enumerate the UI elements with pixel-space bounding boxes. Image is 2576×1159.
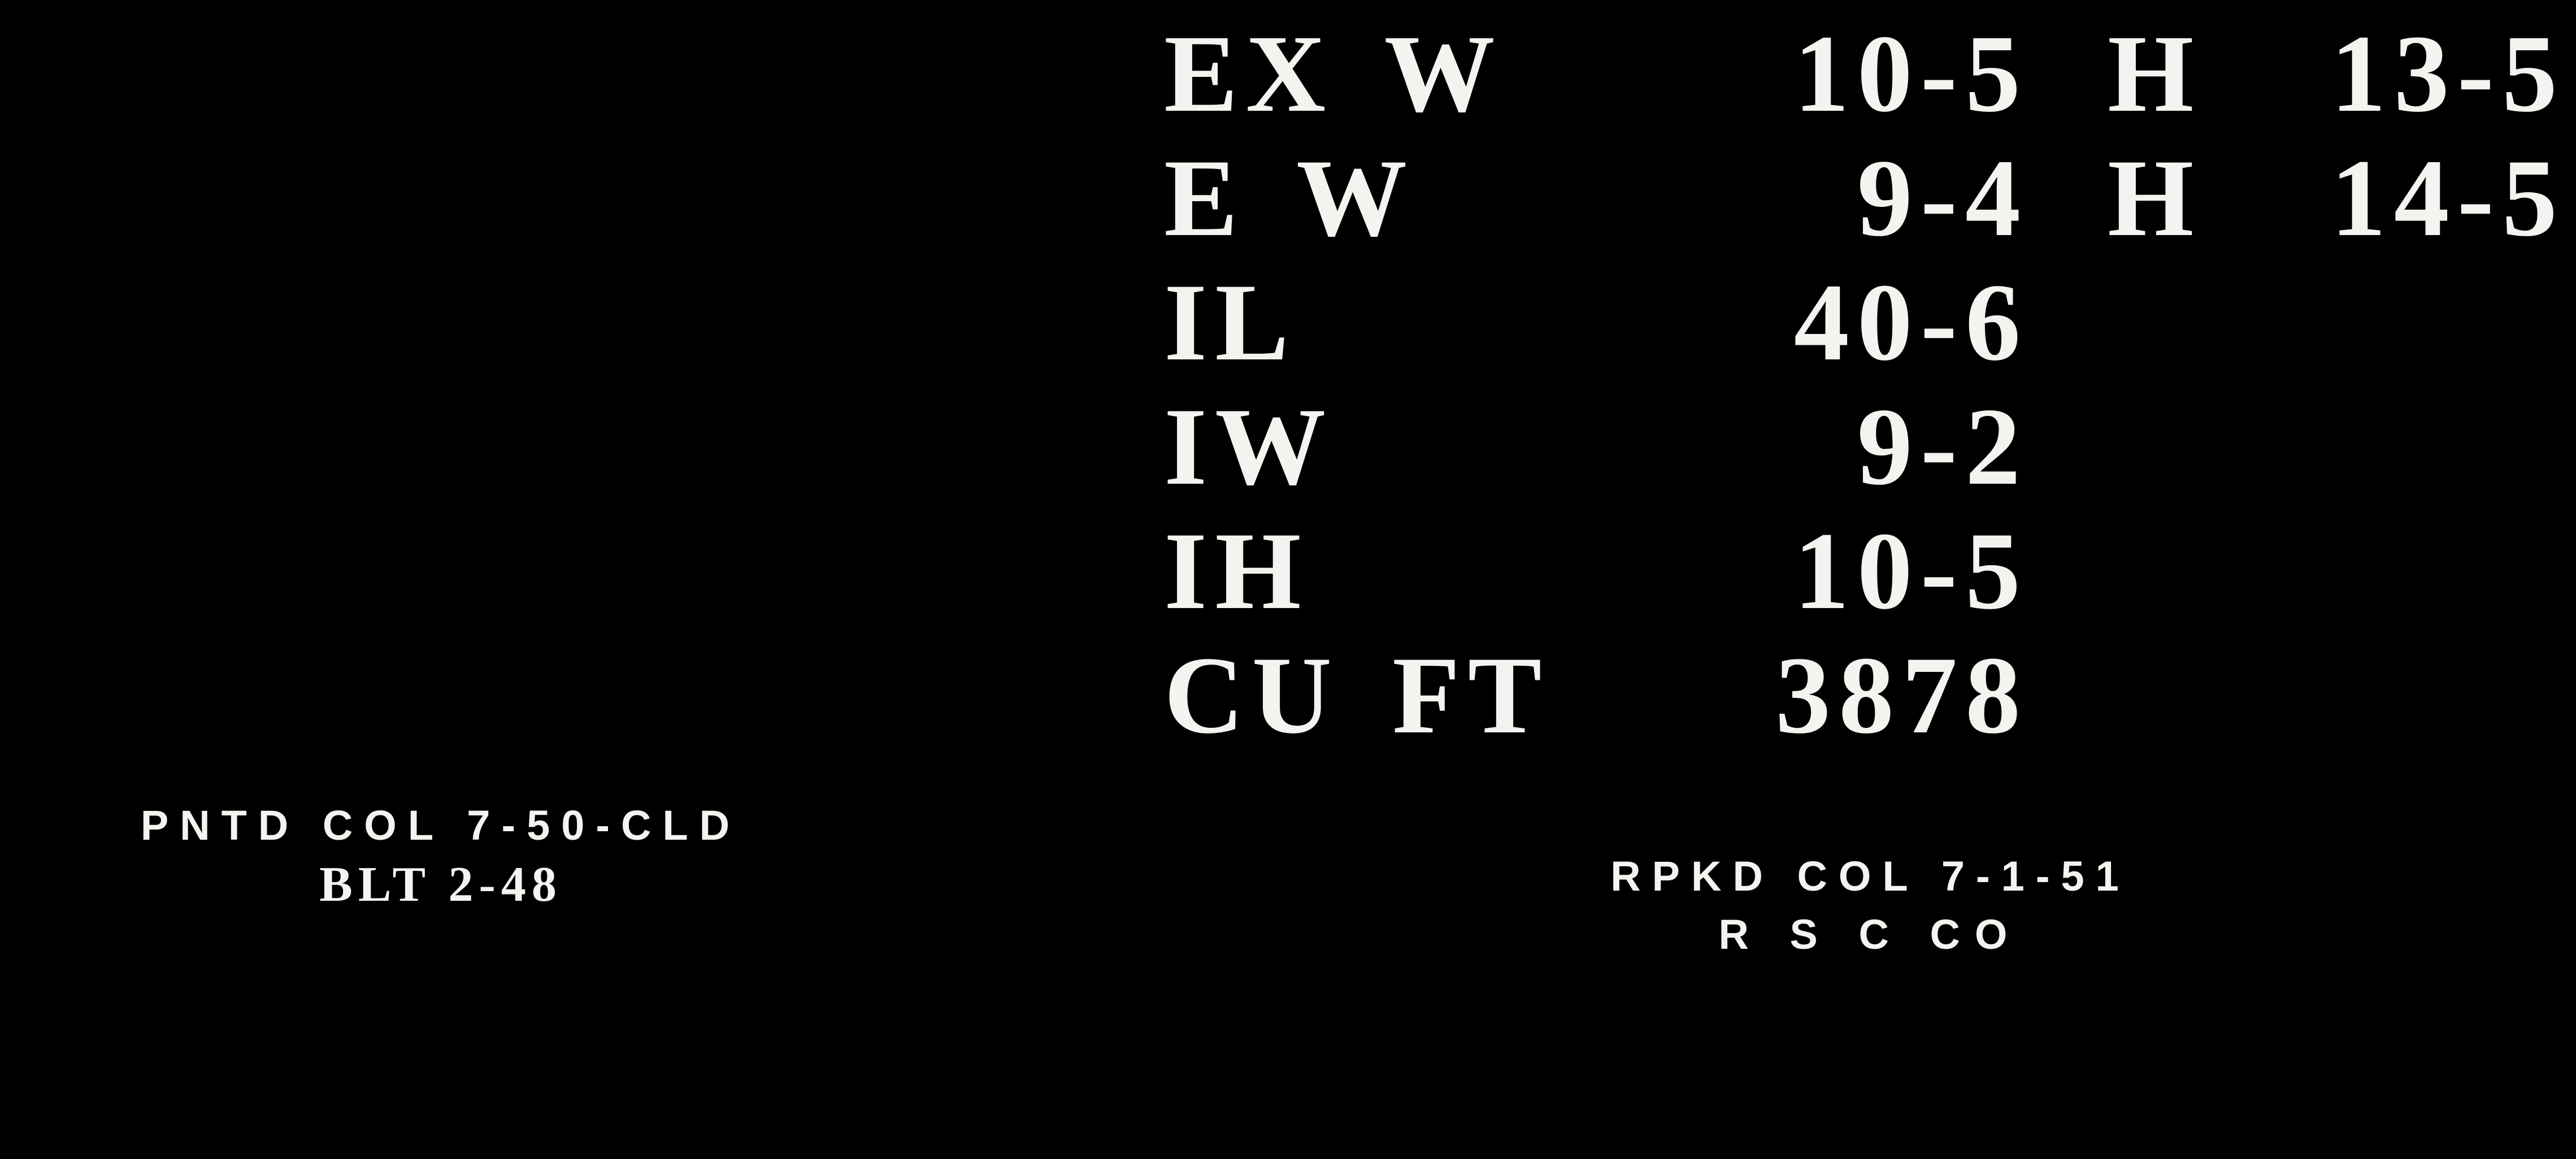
height-group: H 14-5 — [2108, 134, 2565, 262]
dimension-label: EX W — [1164, 12, 1503, 135]
paint-date-stencil: PNTD COL 7-50-CLD BLT 2-48 — [68, 801, 814, 913]
height-value: 14-5 — [2330, 137, 2565, 259]
height-group: H 13-5 — [2108, 10, 2565, 137]
dimension-value: 10-5 — [1793, 510, 2028, 632]
dimension-row-il: IL 40-6 — [1164, 259, 2571, 384]
dimension-value: 9-4 — [1857, 137, 2028, 259]
height-label: H — [2108, 12, 2202, 135]
dimension-value: 3878 — [1775, 634, 2028, 757]
dimension-row-exw: EX W 10-5 H 13-5 — [1164, 10, 2571, 137]
built-date-text: BLT 2-48 — [319, 857, 562, 912]
dimension-label: IL — [1164, 261, 1297, 384]
dimension-value: 9-2 — [1857, 385, 2028, 508]
dimension-row-iw: IW 9-2 — [1164, 383, 2571, 508]
dimension-label: E W — [1164, 137, 1415, 259]
dimension-value: 40-6 — [1793, 261, 2028, 384]
dimension-row-ew: E W 9-4 H 14-5 — [1164, 134, 2571, 259]
dimension-value: 10-5 — [1793, 12, 2028, 135]
shop-initials-text: R S C CO — [1718, 911, 2022, 958]
dimension-label: CU FT — [1164, 634, 1550, 757]
repacked-date-text: RPKD COL 7-1-51 — [1610, 853, 2130, 900]
dimensional-data-table: EX W 10-5 H 13-5 E W 9-4 H 14-5 IL 40-6 — [1164, 10, 2571, 757]
height-label: H — [2108, 137, 2202, 259]
dimension-label: IH — [1164, 510, 1309, 632]
dimension-row-ih: IH 10-5 — [1164, 507, 2571, 632]
painted-date-text: PNTD COL 7-50-CLD — [140, 802, 741, 849]
dimension-label: IW — [1164, 385, 1334, 508]
repack-stencil: RPKD COL 7-1-51 R S C CO — [1537, 852, 2204, 958]
height-value: 13-5 — [2330, 12, 2565, 135]
dimension-row-cuft: CU FT 3878 — [1164, 632, 2571, 757]
